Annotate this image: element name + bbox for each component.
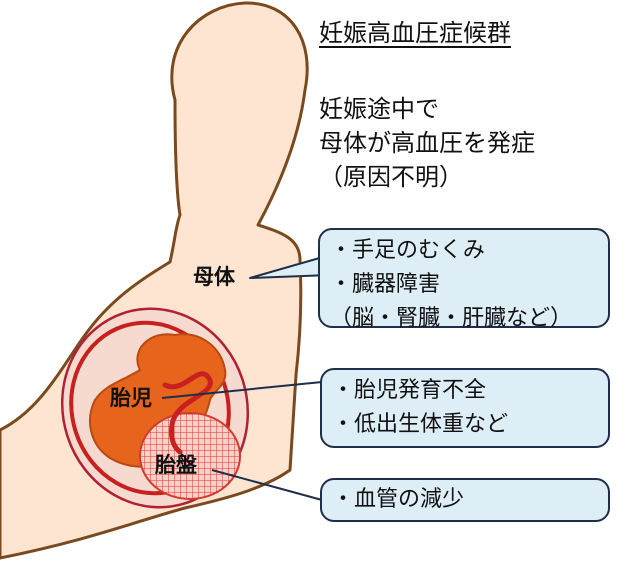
fetus-leader-line bbox=[161, 381, 323, 399]
diagram-title: 妊娠高血圧症候群 bbox=[319, 19, 511, 47]
fetus-callout-line-1: ・胎児発育不全 bbox=[332, 378, 487, 403]
description: 妊娠途中で 母体が高血圧を発症 （原因不明） bbox=[319, 92, 535, 194]
mother-callout-line-1: ・手足のむくみ bbox=[330, 238, 485, 263]
description-line-2: 母体が高血圧を発症 bbox=[319, 129, 535, 157]
description-line-3: （原因不明） bbox=[319, 163, 463, 191]
placenta-label: 胎盤 bbox=[155, 453, 197, 477]
placenta bbox=[139, 412, 241, 500]
fetus-label: 胎児 bbox=[110, 386, 152, 410]
description-line-1: 妊娠途中で bbox=[319, 95, 439, 123]
fetus-callout: ・胎児発育不全 ・低出生体重など bbox=[320, 368, 610, 448]
mother-callout-line-3: （脳・腎臓・肝臓など） bbox=[330, 306, 573, 331]
mother-callout-line-2: ・臓器障害 bbox=[330, 272, 441, 297]
placenta-callout: ・血管の減少 bbox=[320, 478, 610, 522]
fetus-callout-line-2: ・低出生体重など bbox=[332, 412, 509, 437]
mother-label: 母体 bbox=[193, 265, 235, 289]
placenta-callout-line-1: ・血管の減少 bbox=[332, 487, 465, 512]
placenta-leader-line bbox=[211, 469, 323, 501]
mother-callout: ・手足のむくみ ・臓器障害 （脳・腎臓・肝臓など） bbox=[318, 228, 610, 331]
